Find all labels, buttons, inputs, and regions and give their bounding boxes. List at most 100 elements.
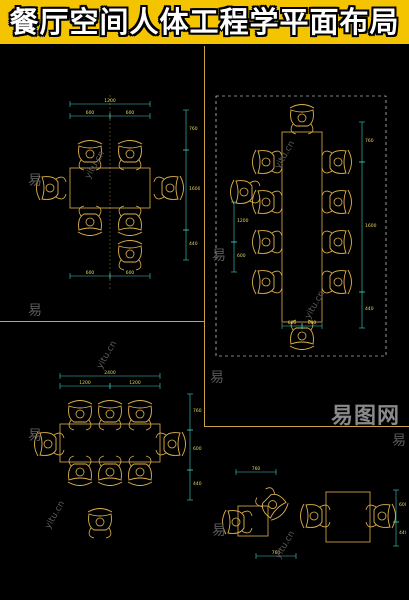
person-arms xyxy=(321,150,333,174)
watermark-logo: 易图网 xyxy=(331,404,401,429)
watermark-char: 易 xyxy=(212,248,226,264)
chair-seat xyxy=(290,109,314,127)
chair-symbol xyxy=(300,503,331,529)
chair-back xyxy=(230,179,235,205)
divider-horizontal-right xyxy=(204,426,409,427)
person-arms xyxy=(78,205,102,217)
person-head xyxy=(333,277,343,287)
person-arms xyxy=(118,259,142,271)
person-head xyxy=(261,237,271,247)
chair-back xyxy=(117,240,143,245)
chair-back xyxy=(252,189,257,215)
chair-symbol xyxy=(117,140,143,171)
chair-seat xyxy=(98,463,122,481)
person-head xyxy=(75,467,85,477)
person-arms xyxy=(118,205,142,217)
chair-seat xyxy=(39,432,57,456)
watermark-char: 易 xyxy=(28,303,42,319)
person-arms xyxy=(78,159,102,171)
person-head xyxy=(333,157,343,167)
dimension-label: 1200 xyxy=(129,380,141,386)
person-head xyxy=(105,409,115,419)
chair-back xyxy=(252,269,257,295)
chair-symbol xyxy=(252,269,283,295)
person-head xyxy=(297,113,307,123)
chair-seat xyxy=(329,190,347,214)
chair-seat xyxy=(257,270,275,294)
person-head xyxy=(105,467,115,477)
page-title: 餐厅空间人体工程学平面布局 xyxy=(9,5,400,39)
chair-seat xyxy=(261,493,287,519)
dimension-label: 760 xyxy=(193,408,202,414)
chair-back xyxy=(34,431,39,457)
person-arms xyxy=(321,270,333,294)
chair-back xyxy=(347,229,352,255)
chair-back xyxy=(347,149,352,175)
chair-back xyxy=(181,431,186,457)
person-head xyxy=(231,517,241,527)
person-arms xyxy=(319,504,331,528)
chair-symbol xyxy=(77,140,103,171)
chair-back xyxy=(179,175,184,201)
person-arms xyxy=(153,176,165,200)
chair-symbol xyxy=(155,431,186,457)
dimension-label: 600 xyxy=(308,320,317,326)
chair-symbol xyxy=(289,104,315,135)
chair-seat xyxy=(68,463,92,481)
chair-back xyxy=(117,231,143,236)
person-head xyxy=(167,439,177,449)
chair-seat xyxy=(373,504,391,528)
chair-symbol xyxy=(252,189,283,215)
person-arms xyxy=(68,419,92,431)
person-head xyxy=(95,517,105,527)
divider-vertical-right xyxy=(204,321,205,426)
chair-back xyxy=(222,509,227,535)
person-head xyxy=(333,197,343,207)
chair-back xyxy=(127,481,153,486)
chair-symbol xyxy=(34,431,65,457)
chair-seat xyxy=(118,245,142,263)
person-arms xyxy=(68,455,92,467)
person-head xyxy=(261,277,271,287)
chair-seat xyxy=(128,405,152,423)
chair-symbol xyxy=(67,400,93,431)
chair-back xyxy=(77,231,103,236)
person-arms xyxy=(290,123,314,135)
person-arms xyxy=(241,510,253,534)
chair-back xyxy=(391,503,396,529)
person-arms xyxy=(365,504,377,528)
chair-seat xyxy=(329,270,347,294)
chair-symbol xyxy=(252,229,283,255)
chair-back xyxy=(271,503,289,521)
chair-symbol xyxy=(97,455,123,486)
chair-seat xyxy=(78,145,102,163)
person-head xyxy=(135,409,145,419)
chair-symbol xyxy=(127,455,153,486)
chair-symbol xyxy=(127,400,153,431)
person-head xyxy=(261,157,271,167)
dimension-label: 760 xyxy=(272,550,281,556)
chair-back xyxy=(117,140,143,145)
dimension-label: 440 xyxy=(193,481,202,487)
dimension-label: 600 xyxy=(126,110,135,116)
person-head xyxy=(239,187,249,197)
person-head xyxy=(43,439,53,449)
person-head xyxy=(297,331,307,341)
table-outline xyxy=(281,131,323,323)
person-arms xyxy=(321,230,333,254)
chair-seat xyxy=(98,405,122,423)
watermark-char: 易 xyxy=(28,428,42,444)
person-arms xyxy=(98,419,122,431)
chair-symbol xyxy=(97,400,123,431)
dimension-label: 440 xyxy=(189,241,198,247)
dimension-label: 600 xyxy=(193,446,202,452)
chair-back xyxy=(300,503,305,529)
chair-seat xyxy=(329,230,347,254)
person-arms xyxy=(55,176,67,200)
table-outline xyxy=(59,423,161,463)
dimension-label: 1600 xyxy=(365,223,377,229)
